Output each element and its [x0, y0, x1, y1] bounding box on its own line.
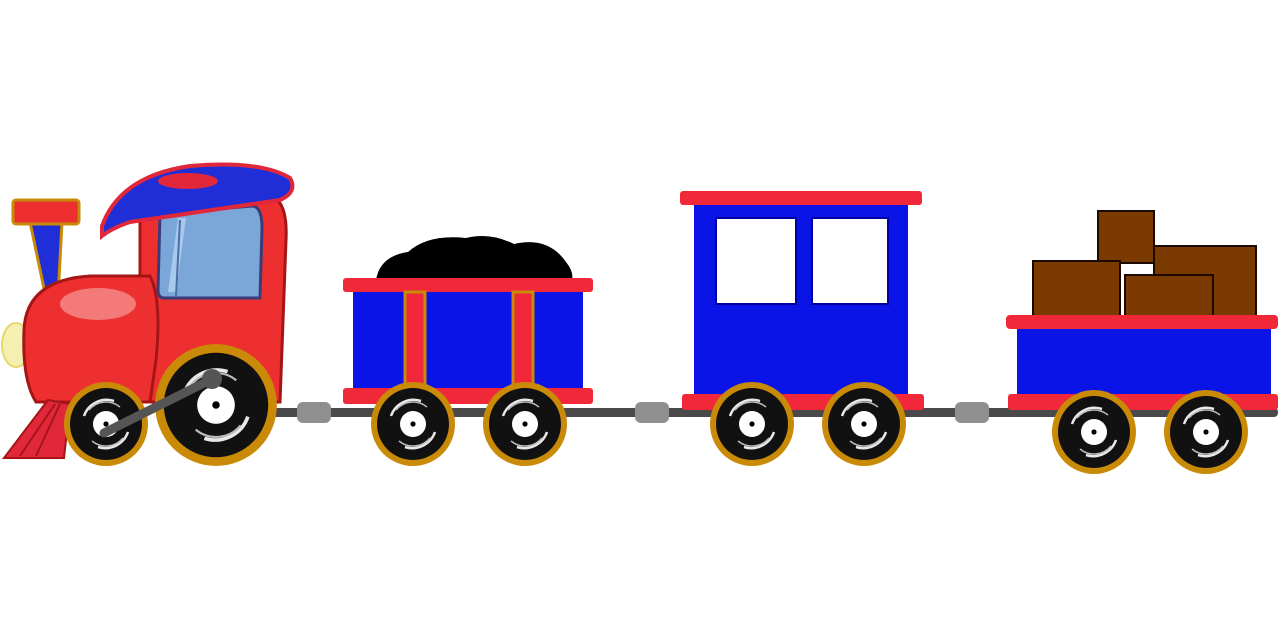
connecting-rod — [99, 373, 219, 438]
passenger-window-2 — [811, 217, 889, 305]
engine-wheel-small — [62, 380, 150, 468]
coal-car-post-2 — [511, 290, 535, 390]
passenger-car-roof — [680, 191, 922, 205]
coal-car-post-1 — [403, 290, 427, 390]
coal-car-body — [353, 288, 583, 392]
coal-pile — [376, 236, 573, 280]
cargo-car-top-trim — [1006, 315, 1278, 329]
passenger-window-1 — [715, 217, 797, 305]
coupler-1 — [297, 402, 331, 423]
passenger-car — [680, 191, 924, 468]
passenger-car-wheel-1 — [708, 380, 796, 468]
cargo-car-wheel-2 — [1162, 388, 1250, 476]
coupler-3 — [955, 402, 989, 423]
rod-pivot — [202, 369, 222, 389]
cargo-car — [1006, 210, 1278, 476]
catcher-line-2 — [35, 403, 61, 457]
passenger-car-wheel-2 — [820, 380, 908, 468]
coal-car — [343, 236, 593, 468]
chimney-cap — [11, 198, 81, 226]
coal-car-top-trim — [343, 278, 593, 292]
coupler-2 — [635, 402, 669, 423]
cab-window-line — [175, 219, 181, 297]
cargo-car-wheel-1 — [1050, 388, 1138, 476]
coal-car-wheel-2 — [481, 380, 569, 468]
locomotive — [1, 162, 295, 468]
cab-window-shine — [168, 218, 186, 292]
catcher-line-1 — [19, 403, 56, 457]
crate-top — [1097, 210, 1155, 264]
boiler-highlight — [60, 288, 136, 320]
crate-front — [1124, 274, 1214, 318]
cab-roof — [100, 162, 295, 241]
roof-emblem — [158, 173, 218, 189]
cargo-car-body — [1017, 324, 1271, 396]
engine-wheel-big — [153, 342, 279, 468]
coal-car-wheel-1 — [369, 380, 457, 468]
crate-left — [1032, 260, 1121, 318]
